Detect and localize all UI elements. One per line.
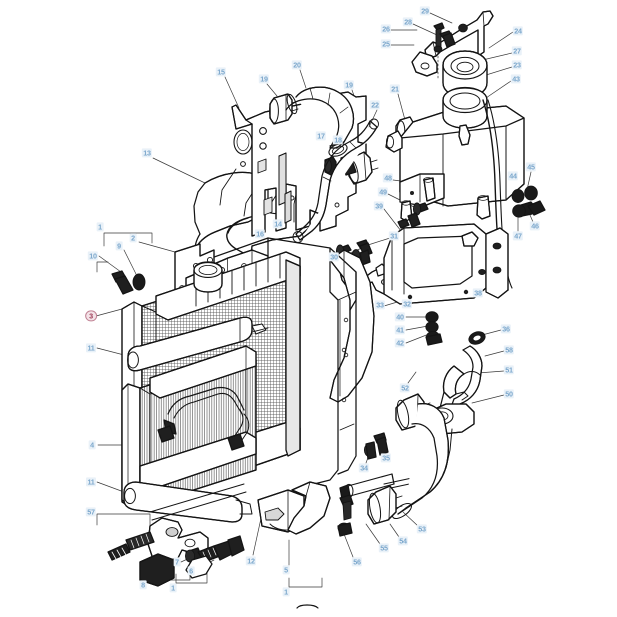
callout-label-31[interactable]: 31 xyxy=(388,231,400,241)
part-upper-hose-assembly xyxy=(269,86,379,185)
callout-label-2[interactable]: 2 xyxy=(129,233,137,243)
callout-label-30[interactable]: 30 xyxy=(328,252,340,262)
callout-label-55[interactable]: 55 xyxy=(378,543,390,553)
callout-label-5[interactable]: 5 xyxy=(282,565,290,575)
part-bolt-nut-upper-left xyxy=(111,270,146,295)
callout-label-48[interactable]: 48 xyxy=(382,173,394,183)
callout-label-18[interactable]: 18 xyxy=(332,135,344,145)
callout-label-20[interactable]: 20 xyxy=(291,60,303,70)
callout-label-10[interactable]: 10 xyxy=(87,251,99,261)
callout-label-52[interactable]: 52 xyxy=(399,383,411,393)
callout-label-25[interactable]: 25 xyxy=(380,39,392,49)
part-lower-support-arm xyxy=(287,481,331,535)
part-seal-strips xyxy=(257,152,292,224)
callout-label-40[interactable]: 40 xyxy=(394,312,406,322)
callout-label-35[interactable]: 35 xyxy=(380,453,392,463)
part-lower-radiator-hose xyxy=(339,393,449,525)
part-drain-plug-assembly xyxy=(337,494,354,537)
callout-label-54[interactable]: 54 xyxy=(397,536,409,546)
callout-label-57[interactable]: 57 xyxy=(85,507,97,517)
callout-label-1[interactable]: 1 xyxy=(169,583,177,593)
callout-label-36[interactable]: 36 xyxy=(500,324,512,334)
callout-label-44[interactable]: 44 xyxy=(507,171,519,181)
part-fastener-cluster-right xyxy=(511,185,546,218)
callout-label-24[interactable]: 24 xyxy=(512,26,524,36)
callout-label-4[interactable]: 4 xyxy=(88,440,96,450)
part-tank-strap-assembly xyxy=(411,10,494,81)
callout-label-41[interactable]: 41 xyxy=(394,325,406,335)
callout-label-45[interactable]: 45 xyxy=(525,162,537,172)
part-tank-shield-cradle xyxy=(383,223,509,305)
part-long-return-hose xyxy=(292,118,379,243)
part-oil-cooler-lines xyxy=(157,386,250,451)
callout-label-16[interactable]: 16 xyxy=(254,229,266,239)
callout-label-50[interactable]: 50 xyxy=(503,389,515,399)
callout-label-11[interactable]: 11 xyxy=(86,343,96,353)
part-bolt-nut-mid xyxy=(363,432,389,460)
callout-label-8[interactable]: 8 xyxy=(139,580,147,590)
callout-label-42[interactable]: 42 xyxy=(394,338,406,348)
callout-label-21[interactable]: 21 xyxy=(389,84,401,94)
part-transfer-tube-upper xyxy=(127,316,269,372)
callout-label-17[interactable]: 17 xyxy=(315,131,327,141)
callout-label-14[interactable]: 14 xyxy=(272,219,284,229)
callout-label-26[interactable]: 26 xyxy=(380,24,392,34)
part-shield-bolts xyxy=(397,177,436,229)
part-transfer-tube-lower xyxy=(123,481,253,523)
part-radiator-frame-rear xyxy=(199,237,357,485)
part-lower-left-fasteners xyxy=(107,517,245,587)
callout-label-51[interactable]: 51 xyxy=(503,365,515,375)
callout-label-23[interactable]: 23 xyxy=(511,60,523,70)
callout-label-1[interactable]: 1 xyxy=(96,222,104,232)
callout-label-9[interactable]: 9 xyxy=(115,241,123,251)
part-oil-cooler xyxy=(121,345,257,507)
callout-label-6[interactable]: 6 xyxy=(187,566,195,576)
callout-label-53[interactable]: 53 xyxy=(416,524,428,534)
callout-label-11[interactable]: 11 xyxy=(86,477,96,487)
callout-label-1[interactable]: 1 xyxy=(282,587,290,597)
callout-label-46[interactable]: 46 xyxy=(529,221,541,231)
part-side-deflector-panel xyxy=(329,249,375,403)
callout-label-39[interactable]: 39 xyxy=(373,201,385,211)
callout-label-27[interactable]: 27 xyxy=(511,46,523,56)
callout-label-49[interactable]: 49 xyxy=(377,187,389,197)
callout-label-13[interactable]: 13 xyxy=(141,148,153,158)
callout-label-7[interactable]: 7 xyxy=(173,557,181,567)
callout-label-19[interactable]: 19 xyxy=(258,74,270,84)
callout-label-43[interactable]: 43 xyxy=(510,74,522,84)
callout-label-32[interactable]: 32 xyxy=(401,299,413,309)
part-stacked-nuts xyxy=(425,311,443,346)
callout-label-12[interactable]: 12 xyxy=(245,556,257,566)
callout-label-47[interactable]: 47 xyxy=(512,231,524,241)
callout-label-34[interactable]: 34 xyxy=(358,463,370,473)
callout-label-3-selected[interactable]: 3 xyxy=(85,310,97,322)
callout-label-19[interactable]: 19 xyxy=(343,80,355,90)
callout-label-58[interactable]: 58 xyxy=(503,345,515,355)
callout-label-29[interactable]: 29 xyxy=(419,6,431,16)
diagram-bottom-marker xyxy=(296,604,319,609)
callout-label-28[interactable]: 28 xyxy=(402,17,414,27)
callout-label-22[interactable]: 22 xyxy=(369,100,381,110)
callout-label-56[interactable]: 56 xyxy=(351,557,363,567)
callout-label-33[interactable]: 33 xyxy=(374,300,386,310)
callout-label-38[interactable]: 38 xyxy=(472,288,484,298)
callout-label-15[interactable]: 15 xyxy=(215,67,227,77)
